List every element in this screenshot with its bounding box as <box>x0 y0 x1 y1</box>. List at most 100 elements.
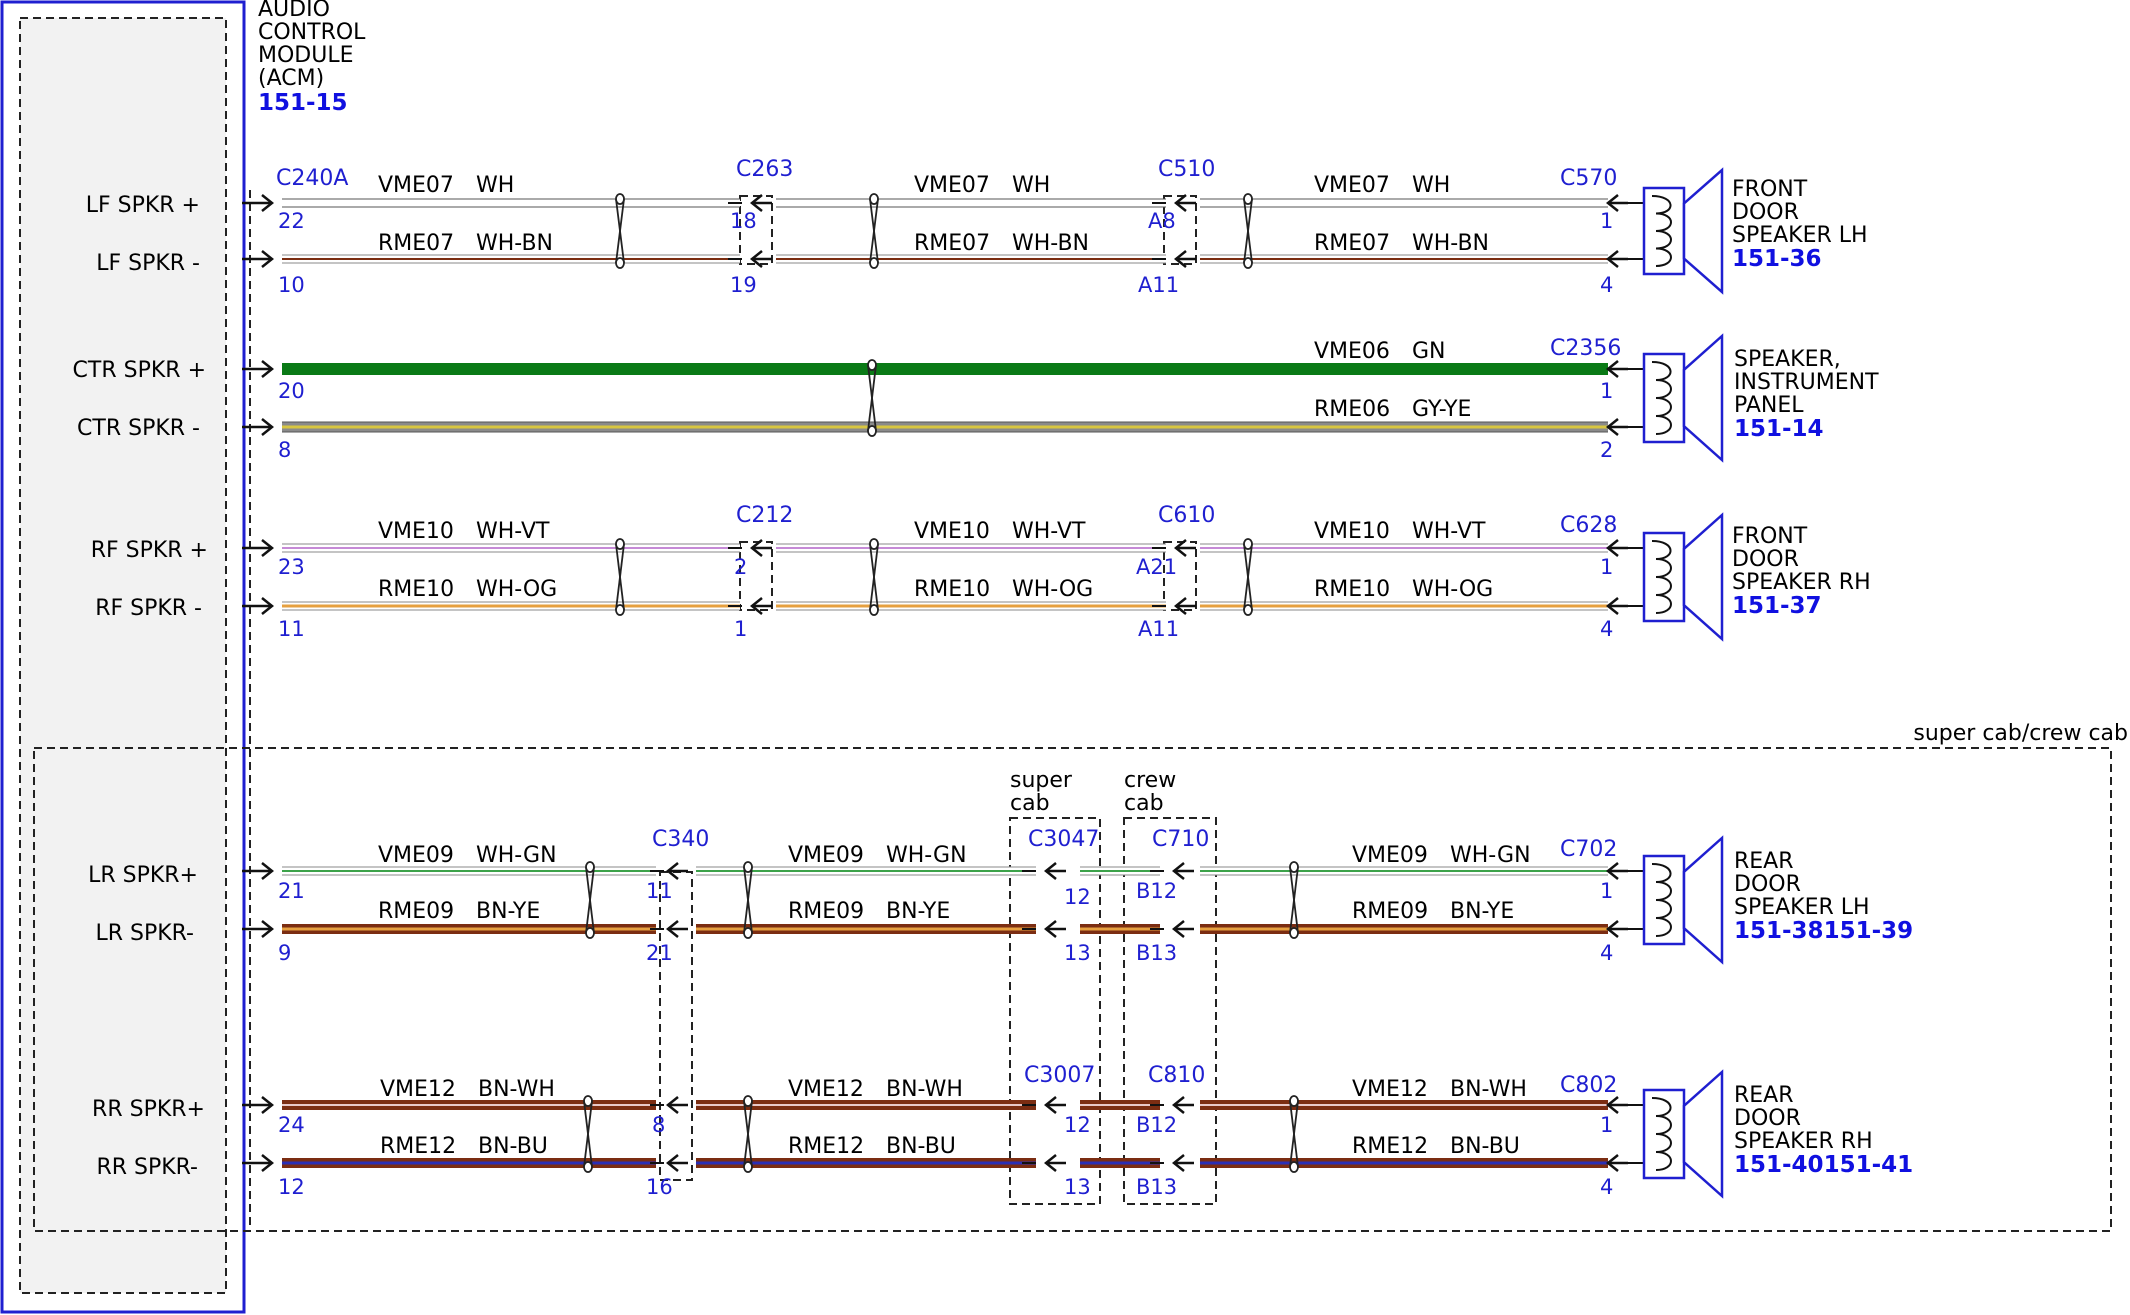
pin-number: 21 <box>278 879 305 903</box>
pin-arrow <box>1043 1096 1057 1114</box>
module-pin-rf-minus: RF SPKR - <box>95 596 202 621</box>
twist-loop <box>615 257 625 269</box>
wire-color-label: BN-YE <box>886 899 950 924</box>
twist-line <box>1243 543 1253 611</box>
speaker-coil <box>1651 195 1672 267</box>
wire-circuit-label: VME07 <box>378 173 454 198</box>
connector-c263[interactable]: C263 <box>736 157 793 182</box>
wire-color-label: WH-VT <box>1012 519 1086 544</box>
wire-color-label: WH-GN <box>1450 843 1531 868</box>
speaker-cone <box>1682 512 1724 642</box>
pin-arrow <box>261 862 275 880</box>
wire-circuit-label: RME10 <box>914 577 990 602</box>
wire-circuit-label: RME07 <box>914 231 990 256</box>
connector-c2356[interactable]: C2356 <box>1550 336 1621 361</box>
pin-arrow <box>1605 418 1619 436</box>
wire-color-label: BN-WH <box>478 1077 555 1102</box>
speaker-label-line: PANEL <box>1734 393 1804 418</box>
speaker-label-line: DOOR <box>1734 872 1801 897</box>
speaker-label-line: SPEAKER LH <box>1732 223 1868 248</box>
module-ref[interactable]: 151-15 <box>258 90 348 116</box>
wire-color-label: WH-OG <box>1012 577 1093 602</box>
twist-loop <box>1289 861 1299 873</box>
wire-circuit-label: VME09 <box>788 843 864 868</box>
twist-loop <box>743 1095 753 1107</box>
pin-arrow <box>261 539 275 557</box>
pin-number: A21 <box>1136 555 1177 579</box>
twist-loop <box>743 927 753 939</box>
pin-number: 1 <box>1600 879 1613 903</box>
wire-circuit-label: VME06 <box>1314 339 1390 364</box>
pin-number: A11 <box>1138 273 1179 297</box>
speaker-ref[interactable]: 151-40151-41 <box>1734 1152 1913 1178</box>
connector-boxes <box>659 195 1217 1205</box>
connector-c628[interactable]: C628 <box>1560 513 1617 538</box>
wire-circuit-label: VME12 <box>1352 1077 1428 1102</box>
wire-circuit-label: RME09 <box>788 899 864 924</box>
pin-arrow <box>1605 250 1619 268</box>
pin-number: A11 <box>1138 617 1179 641</box>
twist-loop <box>585 927 595 939</box>
wire-color-label: BN-WH <box>886 1077 963 1102</box>
wire-color-label: WH-BN <box>1412 231 1489 256</box>
wire-color-label: WH <box>476 173 514 198</box>
pin-arrow <box>1173 194 1187 212</box>
module-pin-ctr-plus: CTR SPKR + <box>73 358 206 383</box>
pin-arrow <box>665 1154 679 1172</box>
pin-arrow <box>1043 920 1057 938</box>
twist-line <box>1289 1100 1299 1168</box>
speaker-ref[interactable]: 151-36 <box>1732 246 1822 272</box>
connector-c810[interactable]: C810 <box>1148 1063 1205 1088</box>
twist-loop <box>1243 538 1253 550</box>
module-inner-box <box>19 17 227 1294</box>
speaker-ref[interactable]: 151-14 <box>1734 416 1824 442</box>
pin-number: 11 <box>646 879 673 903</box>
wire-circuit-label: VME07 <box>1314 173 1390 198</box>
connector-c570[interactable]: C570 <box>1560 166 1617 191</box>
twist-line <box>743 866 753 934</box>
pin-arrow <box>1605 597 1619 615</box>
twist-line <box>583 1100 593 1168</box>
connector-c610[interactable]: C610 <box>1158 503 1215 528</box>
speaker-label-line: DOOR <box>1734 1106 1801 1131</box>
wire-color-label: WH-BN <box>1012 231 1089 256</box>
connector-c212[interactable]: C212 <box>736 503 793 528</box>
speaker-ref[interactable]: 151-38151-39 <box>1734 918 1913 944</box>
module-pin-lf-minus: LF SPKR - <box>96 251 200 276</box>
pin-arrow <box>749 539 763 557</box>
pin-arrow <box>1605 1154 1619 1172</box>
wire-color-label: WH <box>1412 173 1450 198</box>
wire-color-label: WH-GN <box>476 843 557 868</box>
pin-arrow <box>1605 1096 1619 1114</box>
pin-arrow <box>665 920 679 938</box>
twist-line <box>615 543 625 611</box>
speaker-ref[interactable]: 151-37 <box>1732 593 1822 619</box>
twist-line <box>867 364 877 432</box>
pin-number: 8 <box>278 438 291 462</box>
wire-color-label: BN-BU <box>886 1134 956 1159</box>
twist-loop <box>1289 927 1299 939</box>
speaker-magnet <box>1642 854 1686 946</box>
connector-c3007[interactable]: C3007 <box>1024 1063 1095 1088</box>
pin-arrow <box>1043 1154 1057 1172</box>
wire-circuit-label: RME09 <box>1352 899 1428 924</box>
connector-names: C240A C263 C510 C570 C2356 C212 C610 C62… <box>276 157 1621 1098</box>
connector-c702[interactable]: C702 <box>1560 837 1617 862</box>
connector-c510[interactable]: C510 <box>1158 157 1215 182</box>
module-pin-ctr-minus: CTR SPKR - <box>77 416 200 441</box>
pin-arrow <box>665 1096 679 1114</box>
pin-number: 19 <box>730 273 757 297</box>
connector-c802[interactable]: C802 <box>1560 1073 1617 1098</box>
speakers <box>1628 167 1724 1199</box>
twisted-pair-symbols <box>583 193 1299 1173</box>
wire-color-label: WH-VT <box>476 519 550 544</box>
module-pin-lr-minus: LR SPKR- <box>95 921 194 946</box>
twist-loop <box>1289 1095 1299 1107</box>
connector-c340[interactable]: C340 <box>652 827 709 852</box>
speaker-label-line: DOOR <box>1732 200 1799 225</box>
connector-c3047[interactable]: C3047 <box>1028 827 1099 852</box>
pin-number: 1 <box>1600 209 1613 233</box>
connector-c240a[interactable]: C240A <box>276 166 348 191</box>
connector-c710[interactable]: C710 <box>1152 827 1209 852</box>
